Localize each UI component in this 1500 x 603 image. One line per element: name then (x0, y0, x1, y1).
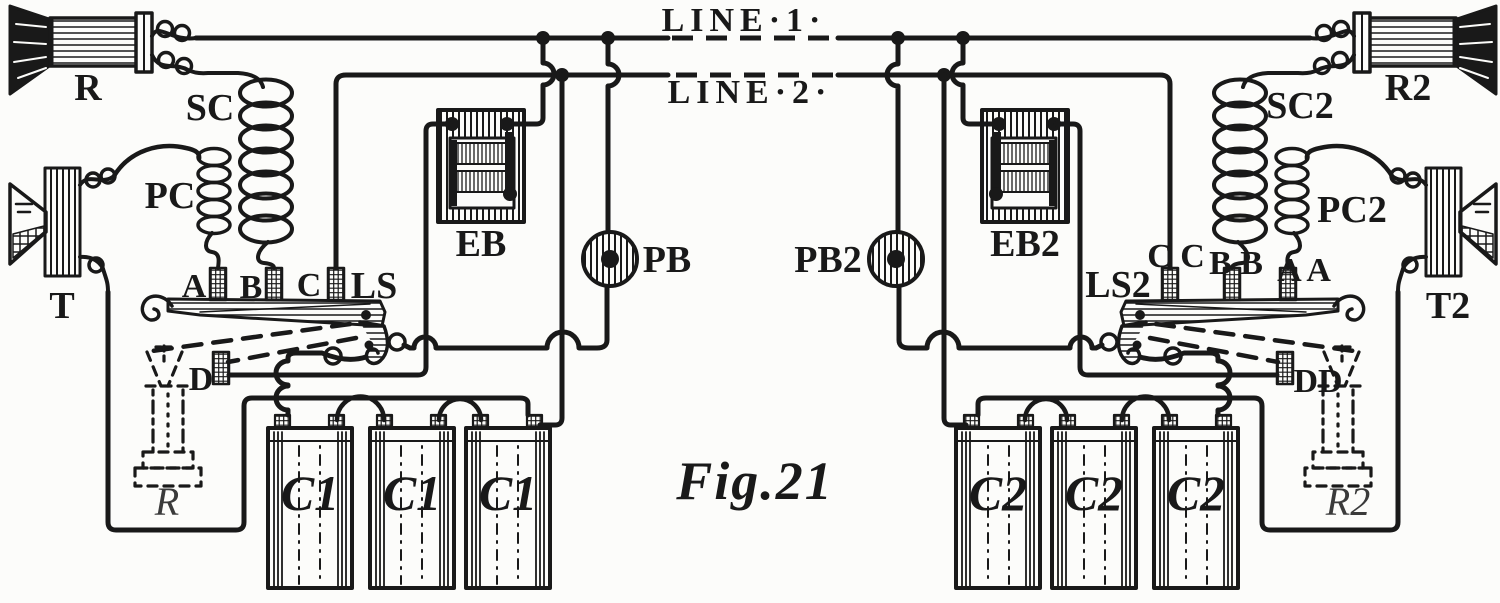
label-pc-right: PC2 (1317, 189, 1387, 231)
label-pc-left: PC (145, 175, 196, 217)
label-receiver-right: R2 (1385, 67, 1431, 109)
figure-title: Fig.21 (675, 451, 834, 511)
label-eb-left: EB (456, 223, 507, 265)
label-sc-left: SC (186, 87, 235, 129)
label-ringer-left: R (154, 479, 179, 524)
label-cell3-right: C2 (1167, 465, 1225, 521)
label-transmitter-right: T2 (1426, 285, 1470, 327)
label-transmitter-left: T (49, 285, 74, 327)
label-cell2-left: C1 (383, 465, 441, 521)
label-contact-a-right: A A (1277, 252, 1331, 289)
label-contact-a-left: A (182, 268, 207, 305)
label-cell1-left: C1 (281, 465, 339, 521)
label-ls-left: LS (351, 265, 397, 307)
label-contact-d-left: D (189, 361, 214, 398)
label-ringer-right: R2 (1325, 479, 1370, 524)
label-pb-left: PB (643, 239, 692, 281)
label-sc-right: SC2 (1266, 85, 1334, 127)
label-cell2-right: C2 (1065, 465, 1123, 521)
label-contact-c-right: C C (1147, 238, 1205, 275)
label-eb-right: EB2 (990, 223, 1060, 265)
label-contact-b-left: B (240, 269, 263, 306)
label-pb-right: PB2 (794, 239, 862, 281)
label-contact-c-left: C (297, 267, 322, 304)
label-receiver-left: R (74, 67, 102, 109)
line1-label: LINE·1· (662, 2, 827, 39)
label-ls-right: LS2 (1085, 264, 1150, 306)
label-cell3-left: C1 (479, 465, 537, 521)
label-contact-b-right: B B (1209, 245, 1263, 282)
line2-label: LINE·2· (668, 74, 833, 111)
label-cell1-right: C2 (969, 465, 1027, 521)
label-contact-d-right: DD (1293, 363, 1342, 400)
